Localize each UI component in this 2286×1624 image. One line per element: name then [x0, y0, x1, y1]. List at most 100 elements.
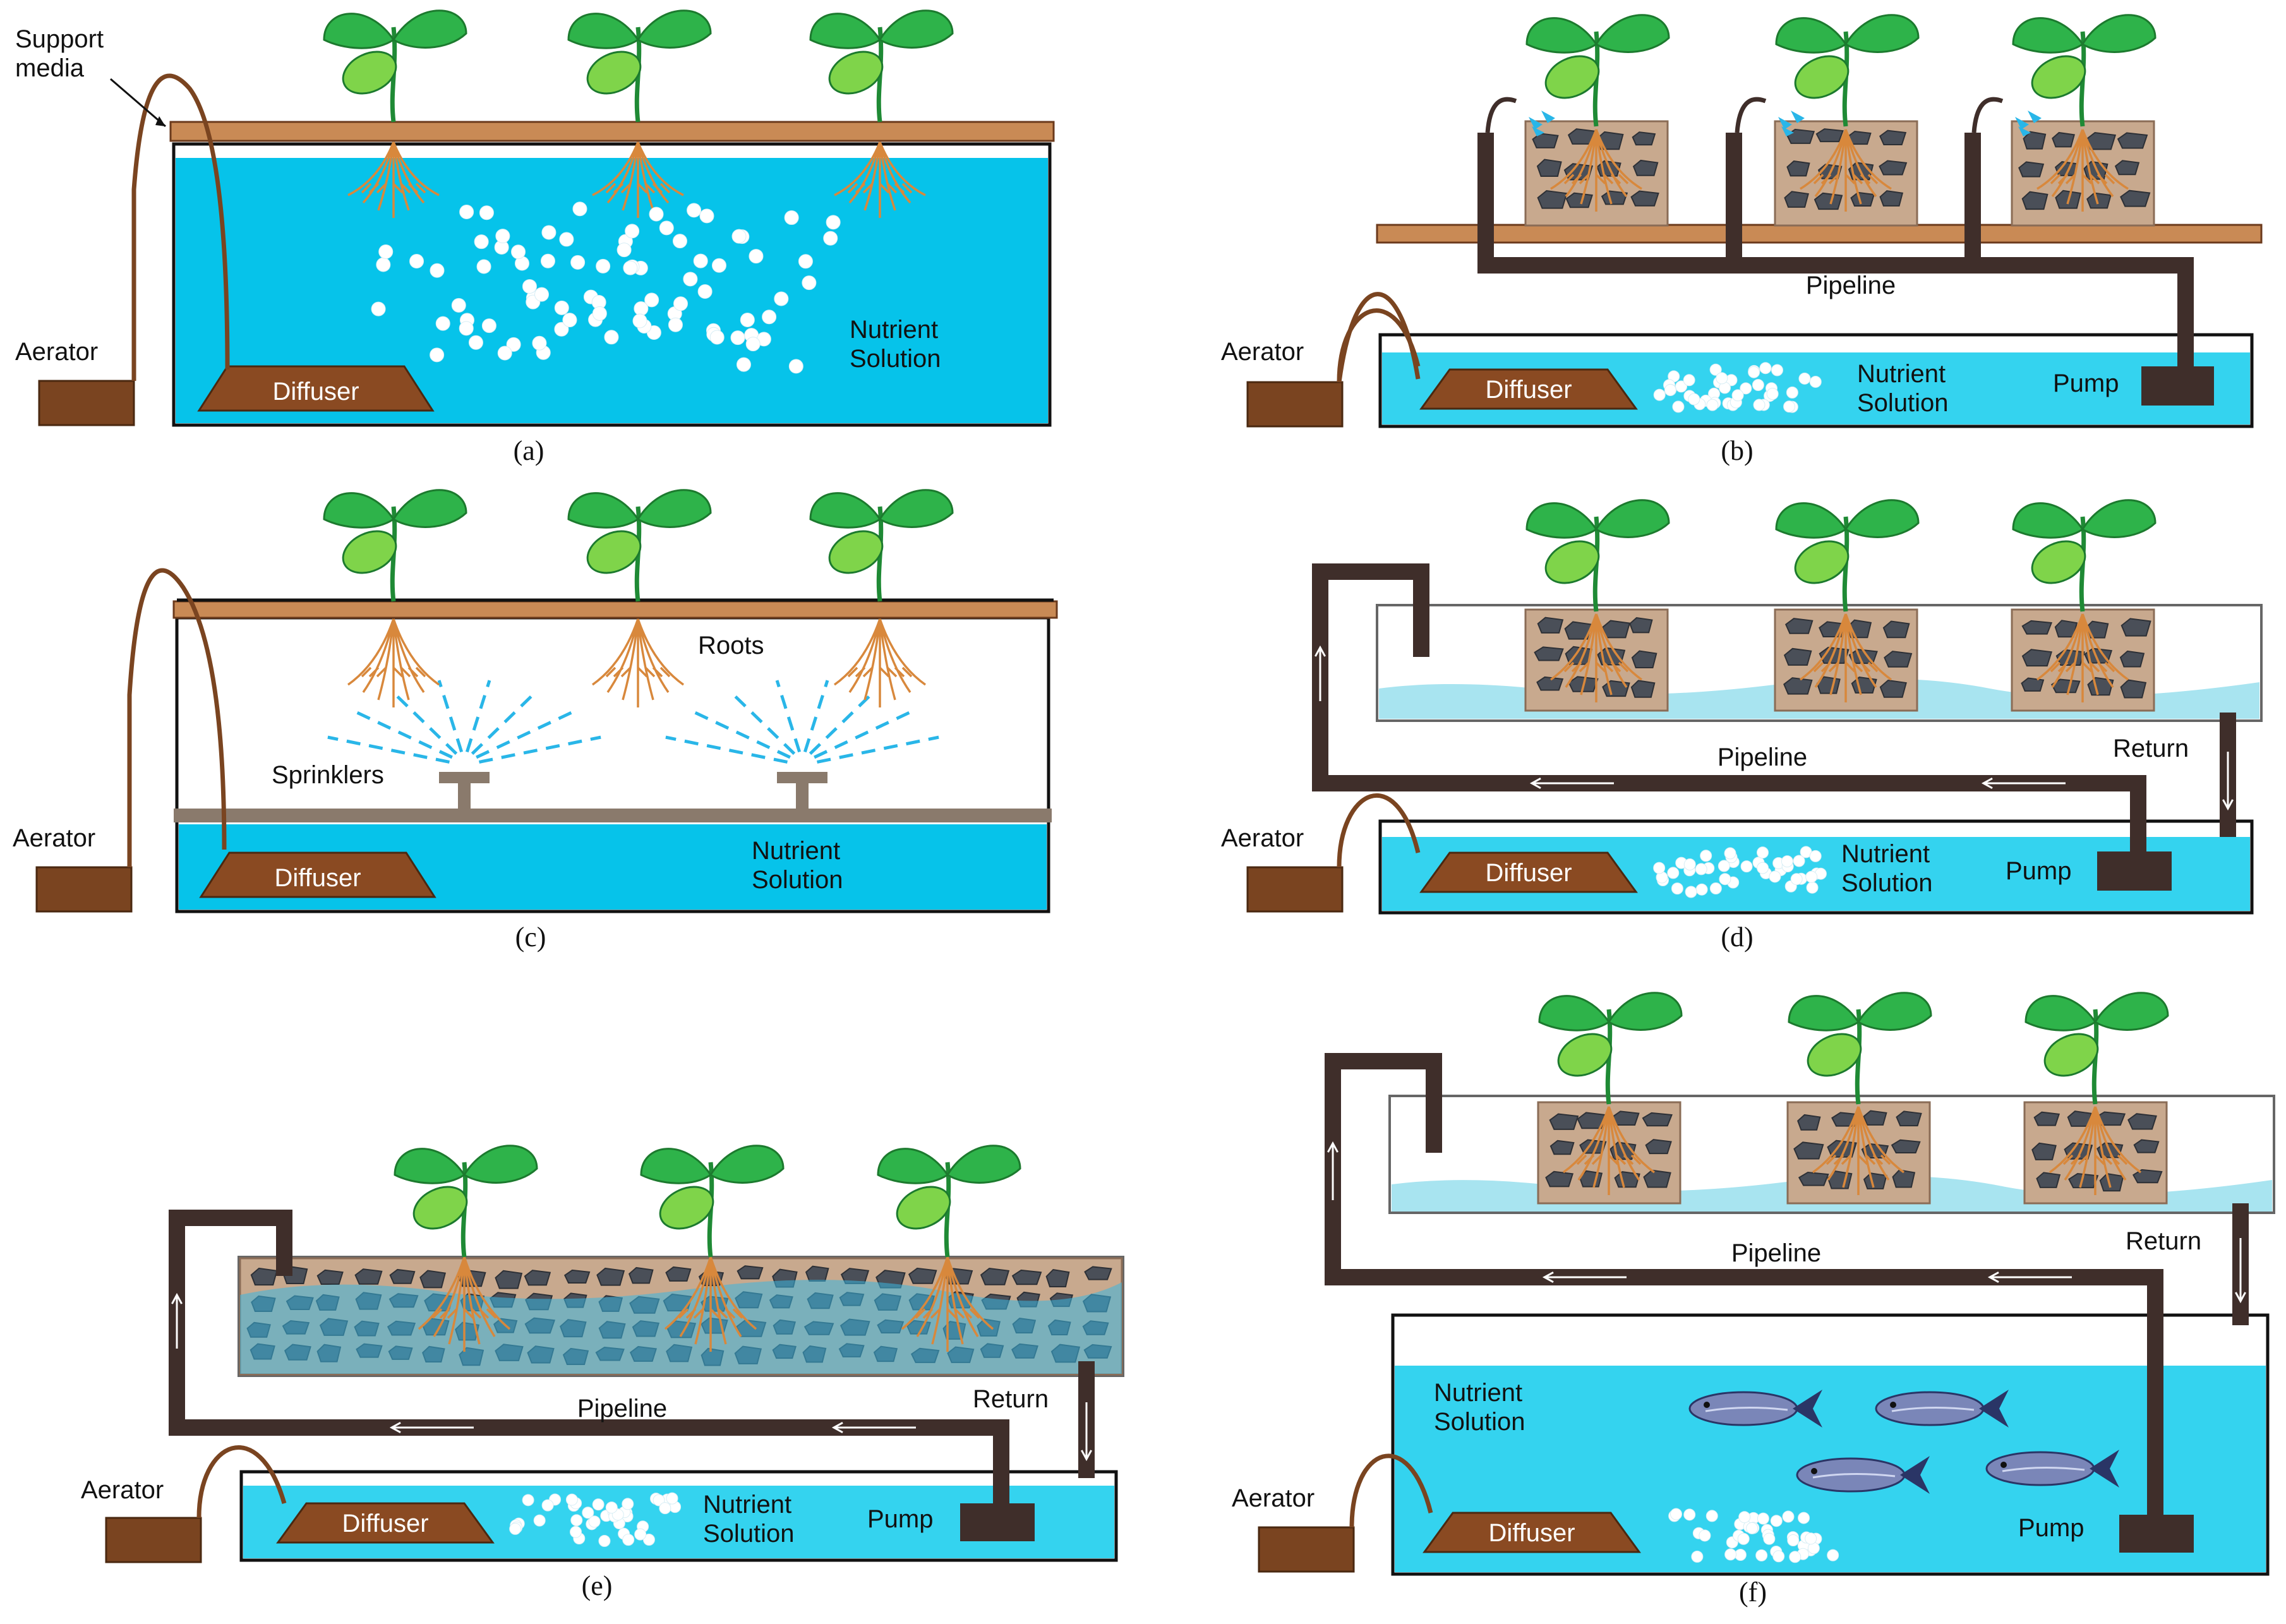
pump-label: Pump [2018, 1514, 2084, 1542]
media-rock [1537, 190, 1568, 209]
diffuser-body [199, 851, 436, 898]
sprinkler-spray [665, 680, 939, 764]
media-rock [1011, 1269, 1042, 1285]
bubble [509, 1522, 522, 1535]
leaf-left [323, 492, 395, 529]
media-rock [2121, 618, 2151, 637]
bubble [634, 301, 649, 316]
bubble [1653, 862, 1666, 874]
media-rock [2018, 161, 2045, 177]
flow-arrow-head [1981, 778, 1993, 789]
nutrient-solution-label-line: Solution [1841, 869, 1933, 897]
media-rock [1786, 128, 1815, 144]
bubble [1782, 1510, 1795, 1523]
roots [592, 141, 684, 218]
nutrient-solution-label-line: Solution [1434, 1408, 1525, 1436]
media-rock [1786, 160, 1810, 177]
bubble [1748, 366, 1760, 378]
media-rock [737, 1265, 764, 1280]
bubble [1675, 380, 1688, 393]
bubble [604, 330, 619, 345]
media-rock [1545, 1170, 1574, 1188]
bubble [823, 231, 838, 246]
media-rock [1793, 1141, 1824, 1160]
bubble [541, 1499, 554, 1512]
bubble [1786, 386, 1798, 399]
pump-body [2097, 851, 2172, 891]
roots [1549, 613, 1643, 702]
bubble [1705, 1510, 1718, 1522]
pump-body [2141, 366, 2214, 406]
media-rock [1851, 677, 1877, 694]
bubble [1809, 375, 1822, 388]
diffuser: Diffuser [276, 1502, 495, 1544]
root-strands [347, 141, 440, 218]
plant [640, 1145, 785, 1258]
roots [834, 141, 926, 219]
media-rock [2052, 131, 2075, 148]
aerator-box [38, 380, 135, 426]
leaf-lower [2031, 540, 2086, 584]
bubble [409, 254, 424, 269]
bubble [1724, 847, 1736, 860]
bubble [534, 287, 550, 302]
bubble [1772, 1550, 1785, 1563]
diffuser: Diffuser [1423, 1512, 1641, 1553]
fish [1875, 1390, 2009, 1428]
media-rock [2084, 647, 2113, 664]
media-rock [628, 1266, 654, 1284]
bubble [532, 335, 547, 351]
bubble [1667, 867, 1680, 879]
bubble [634, 1528, 647, 1541]
diffuser: Diffuser [1419, 851, 1638, 893]
bubble [1755, 1549, 1768, 1561]
pipeline-label: Pipeline [1806, 272, 1896, 299]
bubble [554, 322, 569, 337]
bubble [1809, 850, 1822, 862]
fish-eye [1890, 1402, 1896, 1408]
bubble [1781, 855, 1793, 868]
bubble [1691, 1550, 1704, 1563]
fish-stripe [1812, 1472, 1896, 1479]
root-strands [901, 1256, 994, 1352]
nutrient-solution-label-line: Nutrient [752, 837, 840, 865]
bubble [1757, 862, 1769, 874]
pump-label: Pump [867, 1505, 934, 1533]
sprinkler-head [777, 772, 827, 783]
roots [901, 1256, 994, 1352]
bubble [1737, 1532, 1750, 1545]
media-rock [1629, 617, 1653, 634]
bubble [540, 253, 555, 268]
bubble [1738, 1511, 1751, 1524]
spray-jet [809, 689, 876, 755]
plant [809, 9, 954, 123]
spray-jet [816, 735, 939, 764]
root-strands [1812, 1106, 1905, 1195]
media-rock [1630, 190, 1659, 207]
nutrient-solution-label-line: Nutrient [1434, 1379, 1522, 1407]
nutrient-solution-label-line: Nutrient [1841, 840, 1930, 868]
media-rock [2114, 160, 2140, 176]
diffuser-body [197, 365, 435, 412]
leaf-lower [342, 530, 397, 574]
bubble [1805, 870, 1818, 883]
bubble [1699, 1529, 1711, 1542]
plant [1525, 499, 1670, 612]
bubble [642, 1533, 655, 1546]
media-rock [1882, 620, 1910, 639]
leaf-left [1788, 995, 1860, 1032]
media-rock [2086, 192, 2112, 209]
pipeline-label: Pipeline [1731, 1239, 1821, 1267]
plant [809, 489, 954, 602]
bubble [709, 330, 725, 345]
media-rock [2120, 679, 2147, 699]
leaf-right [1594, 499, 1670, 538]
drip-emitter [1735, 97, 1767, 133]
media-rock [2033, 1111, 2060, 1126]
diffuser-label: Diffuser [1488, 1519, 1575, 1547]
bubble [376, 257, 391, 272]
plant [1538, 992, 1683, 1105]
bubble [1746, 1522, 1759, 1534]
bubble [1798, 372, 1811, 385]
spray-jet [352, 709, 453, 759]
